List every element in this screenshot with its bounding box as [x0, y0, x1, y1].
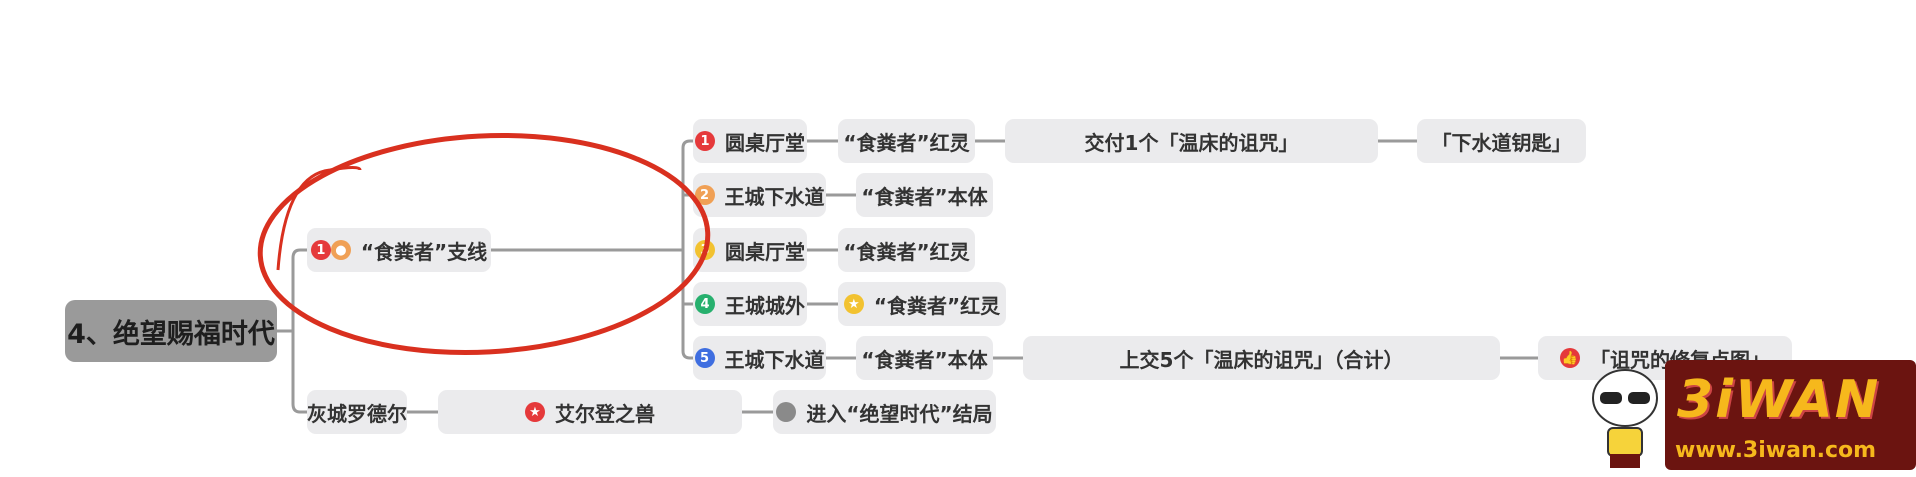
root-topic-label: 4、绝望赐福时代: [67, 318, 275, 350]
root-topic[interactable]: 4、绝望赐福时代: [65, 300, 277, 362]
row1-node-2[interactable]: “食粪者”红灵: [838, 119, 975, 163]
row3-node-2[interactable]: “食粪者”红灵: [838, 228, 975, 272]
row5-node-1[interactable]: 5 王城下水道: [693, 336, 826, 380]
node-label: “食粪者”红灵: [843, 130, 970, 155]
node-label: 「下水道钥匙」: [1431, 130, 1572, 155]
node-label: 进入“绝望时代”结局: [806, 401, 993, 426]
node-label: 艾尔登之兽: [555, 401, 655, 426]
3iwan-logo: 3iWAN www.3iwan.com: [1665, 360, 1916, 470]
node-label: 圆桌厅堂: [725, 239, 805, 264]
branch-label: “食粪者”支线: [360, 239, 488, 264]
node-label: 上交5个「温床的诅咒」（合计）: [1119, 347, 1404, 372]
branch-node-dung-eater[interactable]: 1 ● “食粪者”支线: [307, 228, 491, 272]
priority-5-icon: 5: [694, 348, 715, 368]
node-label: “食粪者”红灵: [843, 239, 970, 264]
node-label: “食粪者”红灵: [873, 293, 1001, 318]
ashen-node-3[interactable]: 进入“绝望时代”结局: [773, 390, 996, 434]
gray-dot-icon: [776, 402, 797, 422]
row1-node-1[interactable]: 1 圆桌厅堂: [693, 119, 807, 163]
ashen-node-2[interactable]: ★ 艾尔登之兽: [438, 390, 742, 434]
row5-node-2[interactable]: “食粪者”本体: [856, 336, 993, 380]
logo-brand: 3iWAN: [1677, 370, 1881, 430]
star-icon: ★: [525, 402, 545, 422]
node-label: 交付1个「温床的诅咒」: [1084, 130, 1299, 155]
row1-node-3[interactable]: 交付1个「温床的诅咒」: [1005, 119, 1378, 163]
priority-4-icon: 4: [695, 294, 715, 314]
row1-node-4[interactable]: 「下水道钥匙」: [1417, 119, 1586, 163]
node-label: “食粪者”本体: [861, 184, 988, 209]
priority-1-icon: 1: [695, 131, 715, 151]
thumbs-up-icon: 👍: [1560, 348, 1580, 368]
node-label: 王城城外: [725, 293, 805, 318]
person-icon: ●: [330, 240, 351, 260]
row2-node-2[interactable]: “食粪者”本体: [856, 173, 993, 217]
logo-url: www.3iwan.com: [1675, 438, 1877, 463]
ashen-node-1[interactable]: 灰城罗德尔: [307, 390, 407, 434]
row4-node-2[interactable]: ★ “食粪者”红灵: [838, 282, 1006, 326]
star-icon: ★: [843, 294, 864, 314]
node-label: 灰城罗德尔: [307, 401, 407, 426]
priority-2-icon: 2: [694, 185, 715, 205]
node-label: “食粪者”本体: [861, 347, 988, 372]
cat-mascot-icon: [1592, 369, 1658, 468]
row2-node-1[interactable]: 2 王城下水道: [693, 173, 826, 217]
row4-node-1[interactable]: 4 王城城外: [693, 282, 807, 326]
node-label: 王城下水道: [724, 347, 825, 372]
node-label: 王城下水道: [724, 184, 825, 209]
node-label: 圆桌厅堂: [725, 130, 805, 155]
number-1-icon: 1: [310, 240, 331, 260]
row5-node-3[interactable]: 上交5个「温床的诅咒」（合计）: [1023, 336, 1500, 380]
watermark: 3iWAN www.3iwan.com: [1580, 358, 1916, 477]
